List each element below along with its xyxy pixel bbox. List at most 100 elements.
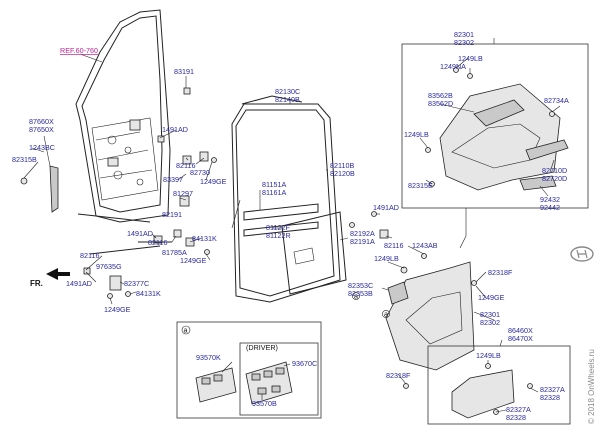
part-82120b: 82120B [330, 169, 355, 178]
part-1249ge-3: 1249GE [104, 305, 131, 314]
part-83562d: 83562D [428, 99, 453, 108]
rod-part [77, 213, 151, 223]
rod-part-2 [89, 245, 161, 255]
watermark-text: © 2018 OnWheels.ru [587, 349, 596, 424]
part-83397: 83397 [163, 175, 183, 184]
driver-label: (DRIVER) [246, 343, 278, 352]
part-82116-4: 82116 [384, 241, 403, 250]
driver-window-switch-drawing [245, 361, 293, 405]
part-1491ad-2: 1491AD [127, 229, 153, 238]
part-84131k: 84131K [192, 234, 217, 243]
part-92432: 92432 [540, 195, 560, 204]
part-82353b: 82353B [348, 289, 373, 298]
part-82720d: 82720D [542, 174, 567, 183]
direction-arrow-icon [46, 268, 70, 280]
door-trim-panel-drawing [281, 211, 347, 295]
part-1491ad-3: 1491AD [66, 279, 92, 288]
window-switch-drawing [195, 367, 237, 403]
clip-part-3 [379, 229, 389, 239]
glass-run-drawing [231, 199, 319, 237]
clip-part-2 [371, 211, 377, 217]
part-82302: 82302 [454, 38, 474, 47]
part-82116-3: 82116 [80, 251, 99, 260]
part-83191: 83191 [174, 67, 194, 76]
part-93570b: 93570B [252, 399, 277, 408]
part-82315e: 82315E [408, 181, 433, 190]
part-82377c: 82377C [124, 279, 149, 288]
part-87660x: 87660X [29, 117, 54, 126]
part-82116: 82116 [176, 161, 195, 170]
part-82353c: 82353C [348, 281, 373, 290]
leader-lines [23, 38, 561, 413]
callout-a-circle-2 [382, 310, 390, 318]
clip-part-4 [421, 253, 427, 259]
leader-line [459, 208, 467, 249]
part-87650x: 87650X [29, 125, 54, 134]
part-1243ab: 1243AB [412, 241, 438, 250]
part-82328-2: 82328 [506, 413, 526, 422]
part-1249ge-4: 1249GE [478, 293, 505, 302]
lower-trim-panel-drawing [385, 261, 477, 389]
clip-part-5 [400, 266, 408, 274]
part-81122r: 81122R [266, 231, 291, 240]
switch-inset-box [176, 321, 322, 419]
part-82302-2: 82302 [480, 318, 500, 327]
part-82301: 82301 [454, 30, 474, 39]
part-1243bc: 1243BC [29, 143, 55, 152]
outside-handle-part [49, 165, 59, 213]
part-81297: 81297 [173, 189, 193, 198]
part-1249ge: 1249GE [200, 177, 227, 186]
part-1249lb-4: 1249LB [476, 351, 501, 360]
part-82110b: 82110B [330, 161, 354, 170]
part-1491ad-4: 1491AD [373, 203, 399, 212]
part-81785a: 81785A [162, 248, 187, 257]
hyundai-logo-icon [570, 246, 594, 262]
part-93570k: 93570K [196, 353, 221, 362]
part-93670c: 93670C [292, 359, 317, 368]
part-86470x: 86470X [508, 334, 533, 343]
part-82192a: 82192A [350, 229, 375, 238]
part-1249ge-2: 1249GE [180, 256, 207, 265]
inset-callout-circle [181, 325, 191, 335]
upper-trim-panel-drawing [425, 67, 569, 191]
bolt-part [20, 177, 28, 185]
callout-a-circle-1 [352, 292, 360, 300]
part-83562b: 83562B [428, 91, 453, 100]
part-1249lb: 1249LB [458, 54, 483, 63]
part-82191a: 82191A [350, 237, 375, 246]
part-82327a: 82327A [540, 385, 565, 394]
part-1249na: 1249NA [440, 62, 466, 71]
part-82710d: 82710D [542, 166, 567, 175]
part-82318f-2: 82318F [386, 371, 411, 380]
part-81151a: 81151A [262, 180, 286, 189]
driver-subbox [239, 342, 319, 416]
part-82130c: 82130C [275, 87, 300, 96]
direction-label: FR. [30, 279, 43, 288]
part-81161a: 81161A [262, 188, 286, 197]
trim-assembly-box [401, 43, 589, 209]
callout-a-letter-2: a [384, 310, 388, 319]
ref-label[interactable]: REF.60-760 [60, 46, 98, 55]
part-1249lb-3: 1249LB [374, 254, 399, 263]
part-81122f: 81122F [266, 223, 290, 232]
part-1249lb-2: 1249LB [404, 130, 429, 139]
part-84131k-2: 84131K [136, 289, 161, 298]
part-97635g: 97635G [96, 262, 122, 271]
door-frame-drawing [75, 9, 171, 223]
part-82140b: 82140B [275, 95, 300, 104]
part-82191: 82191 [162, 210, 182, 219]
part-82116-2: 82116 [148, 238, 167, 247]
part-86460x: 86460X [508, 326, 533, 335]
part-82318f: 82318F [488, 268, 513, 277]
door-seal-drawing [231, 95, 341, 303]
callout-a-letter-1: a [354, 292, 358, 301]
part-92442: 92442 [540, 203, 560, 212]
part-82328: 82328 [540, 393, 560, 402]
part-82730: 82730 [190, 168, 210, 177]
part-82327a-2: 82327A [506, 405, 531, 414]
part-82301-2: 82301 [480, 310, 500, 319]
part-82734a: 82734A [544, 96, 569, 105]
clip-part [349, 222, 355, 228]
